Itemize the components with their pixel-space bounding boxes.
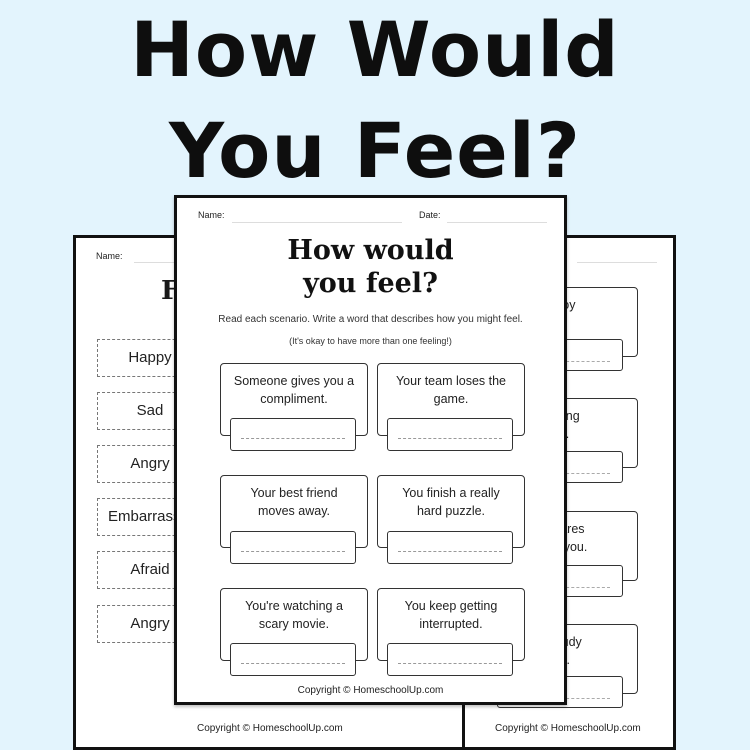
answer-box	[387, 643, 513, 676]
cover-title-line-2: You Feel?	[169, 106, 581, 195]
name-label: Name:	[198, 210, 225, 220]
instructions-note: (It's okay to have more than one feeling…	[289, 336, 452, 346]
worksheet-title: How would you feel?	[287, 235, 454, 299]
answer-box	[387, 418, 513, 451]
copyright: Copyright © HomeschoolUp.com	[297, 685, 444, 696]
cover-title-line-1: How Would	[130, 5, 620, 94]
date-line	[447, 222, 547, 223]
answer-box	[230, 643, 356, 676]
how-would-you-feel-worksheet: Name: Date: How would you feel? Read eac…	[174, 195, 567, 705]
answer-box	[387, 531, 513, 564]
date-line	[577, 262, 657, 263]
answer-box	[230, 531, 356, 564]
copyright: Copyright © HomeschoolUp.com	[495, 723, 641, 734]
answer-box	[230, 418, 356, 451]
scenario-card: You're watching a scary movie.	[220, 588, 368, 661]
name-label: Name:	[96, 251, 123, 261]
name-line	[232, 222, 402, 223]
date-label: Date:	[419, 210, 441, 220]
copyright: Copyright © HomeschoolUp.com	[197, 723, 343, 734]
instructions: Read each scenario. Write a word that de…	[218, 314, 523, 325]
